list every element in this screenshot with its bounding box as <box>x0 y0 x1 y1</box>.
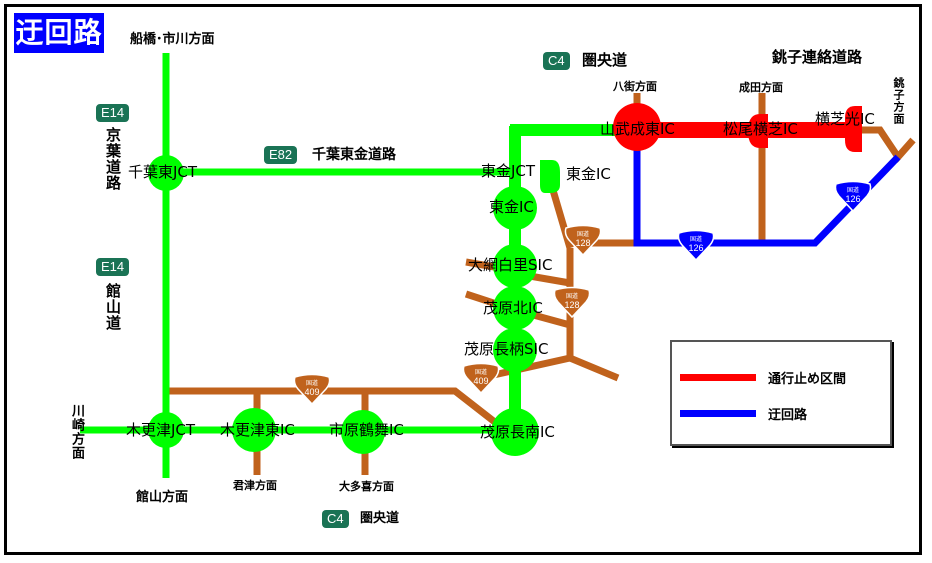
ic-mobara-chonan[interactable] <box>491 408 539 456</box>
direction-narita: 成田方面 <box>739 81 783 94</box>
ic-chiba-higashi-jct[interactable] <box>148 155 184 191</box>
route-name-keiyo: 京葉道路 <box>104 127 122 191</box>
shield-shape <box>293 373 331 406</box>
route-name-choshi: 銚子連絡道路 <box>772 48 863 66</box>
ic-kisarazu-jct[interactable] <box>148 412 184 448</box>
direction-funabashi: 船橋･市川方面 <box>130 32 215 47</box>
shield-number: 409 <box>304 387 319 397</box>
ic-yokoshibahikari[interactable] <box>845 106 862 152</box>
ic-mobara-kita[interactable] <box>493 286 537 330</box>
ic-ichihara-tsurumai[interactable] <box>341 410 385 454</box>
shield-shape <box>564 224 602 257</box>
label-kisarazu-higashi-ic: 木更津東IC <box>220 421 295 439</box>
legend: 通行止め区間 迂回路 <box>670 340 892 446</box>
label-yokoshibahikari-ic: 横芝光IC <box>815 110 875 128</box>
ic-matsuo-yokoshiba[interactable] <box>748 114 768 148</box>
road-409 <box>168 387 508 433</box>
label-togane-jct: 東金JCT <box>481 162 536 180</box>
label-matsuo-yokoshiba-ic: 松尾横芝IC <box>723 120 798 138</box>
route-name-e82: 千葉東金道路 <box>312 147 396 163</box>
route-name-c4-bottom: 圏央道 <box>360 511 400 526</box>
map-frame <box>4 4 922 555</box>
shield-label: 国道 <box>306 379 318 387</box>
legend-item-detour: 迂回路 <box>680 404 807 423</box>
route-name-c4-top: 圏央道 <box>582 51 628 69</box>
route-shield-e82: E82 <box>264 146 298 164</box>
label-togane-ic: 東金IC <box>489 198 534 216</box>
label-kisarazu-jct: 木更津JCT <box>126 421 196 439</box>
map-title: 迂回路 <box>14 13 104 53</box>
label-chiba-higashi-jct: 千葉東JCT <box>128 163 198 181</box>
ic-mobara-nagara[interactable] <box>493 328 537 372</box>
direction-choshi: 銚子方面 <box>892 77 905 125</box>
shield-label: 国道 <box>847 186 859 194</box>
route-name-tateyama: 館山道 <box>104 283 122 331</box>
direction-kawasaki: 川崎方面 <box>69 404 84 460</box>
label-togane-ic-spur: 東金IC <box>566 165 611 183</box>
legend-label-closed: 通行止め区間 <box>768 372 847 387</box>
shield-label: 国道 <box>475 368 487 376</box>
route-shield-c4-bottom: C4 <box>322 510 349 528</box>
route-shield-c4-top: C4 <box>543 52 570 70</box>
shield-number: 126 <box>688 243 703 253</box>
shield-number: 409 <box>473 376 488 386</box>
shield-label: 国道 <box>566 292 578 300</box>
direction-yachimata: 八街方面 <box>613 80 657 93</box>
label-mobara-kita-ic: 茂原北IC <box>483 299 543 317</box>
route-shield-e14-keiyo: E14 <box>96 104 130 122</box>
ic-oami-shirasato[interactable] <box>493 244 537 288</box>
ic-togane[interactable] <box>493 186 537 230</box>
ic-sammu-naruto[interactable] <box>613 103 661 151</box>
shield-shape <box>677 229 715 262</box>
shield-shape <box>462 362 500 395</box>
shield-label: 国道 <box>577 230 589 238</box>
closed-ic-markers <box>613 103 862 152</box>
shield-number: 128 <box>575 238 590 248</box>
shield-number: 128 <box>564 300 579 310</box>
shield-shape <box>553 286 591 319</box>
legend-swatch-closed <box>680 374 756 381</box>
shield-number: 126 <box>845 194 860 204</box>
expressways <box>80 53 515 478</box>
label-mobara-nagara-sic: 茂原長柄SIC <box>464 340 549 358</box>
ic-kisarazu-higashi[interactable] <box>232 408 276 452</box>
shield-shape <box>834 180 872 213</box>
shield-label: 国道 <box>690 235 702 243</box>
legend-swatch-detour <box>680 410 756 417</box>
label-ichihara-tsurumai-ic: 市原鶴舞IC <box>329 421 404 439</box>
direction-kimitsu: 君津方面 <box>233 479 277 492</box>
ic-markers <box>148 155 560 456</box>
direction-tateyama: 館山方面 <box>136 490 189 505</box>
direction-otaki: 大多喜方面 <box>339 480 394 493</box>
route-shield-e14-tateyama: E14 <box>96 258 130 276</box>
ic-togane-spur[interactable] <box>540 160 560 193</box>
legend-label-detour: 迂回路 <box>768 408 808 423</box>
road-choshi <box>860 126 916 163</box>
label-oami-shirasato-sic: 大網白里SIC <box>468 256 553 274</box>
label-mobara-chonan-ic: 茂原長南IC <box>480 423 555 441</box>
legend-item-closed: 通行止め区間 <box>680 368 846 387</box>
label-sammu-naruto-ic: 山武成東IC <box>600 120 675 138</box>
